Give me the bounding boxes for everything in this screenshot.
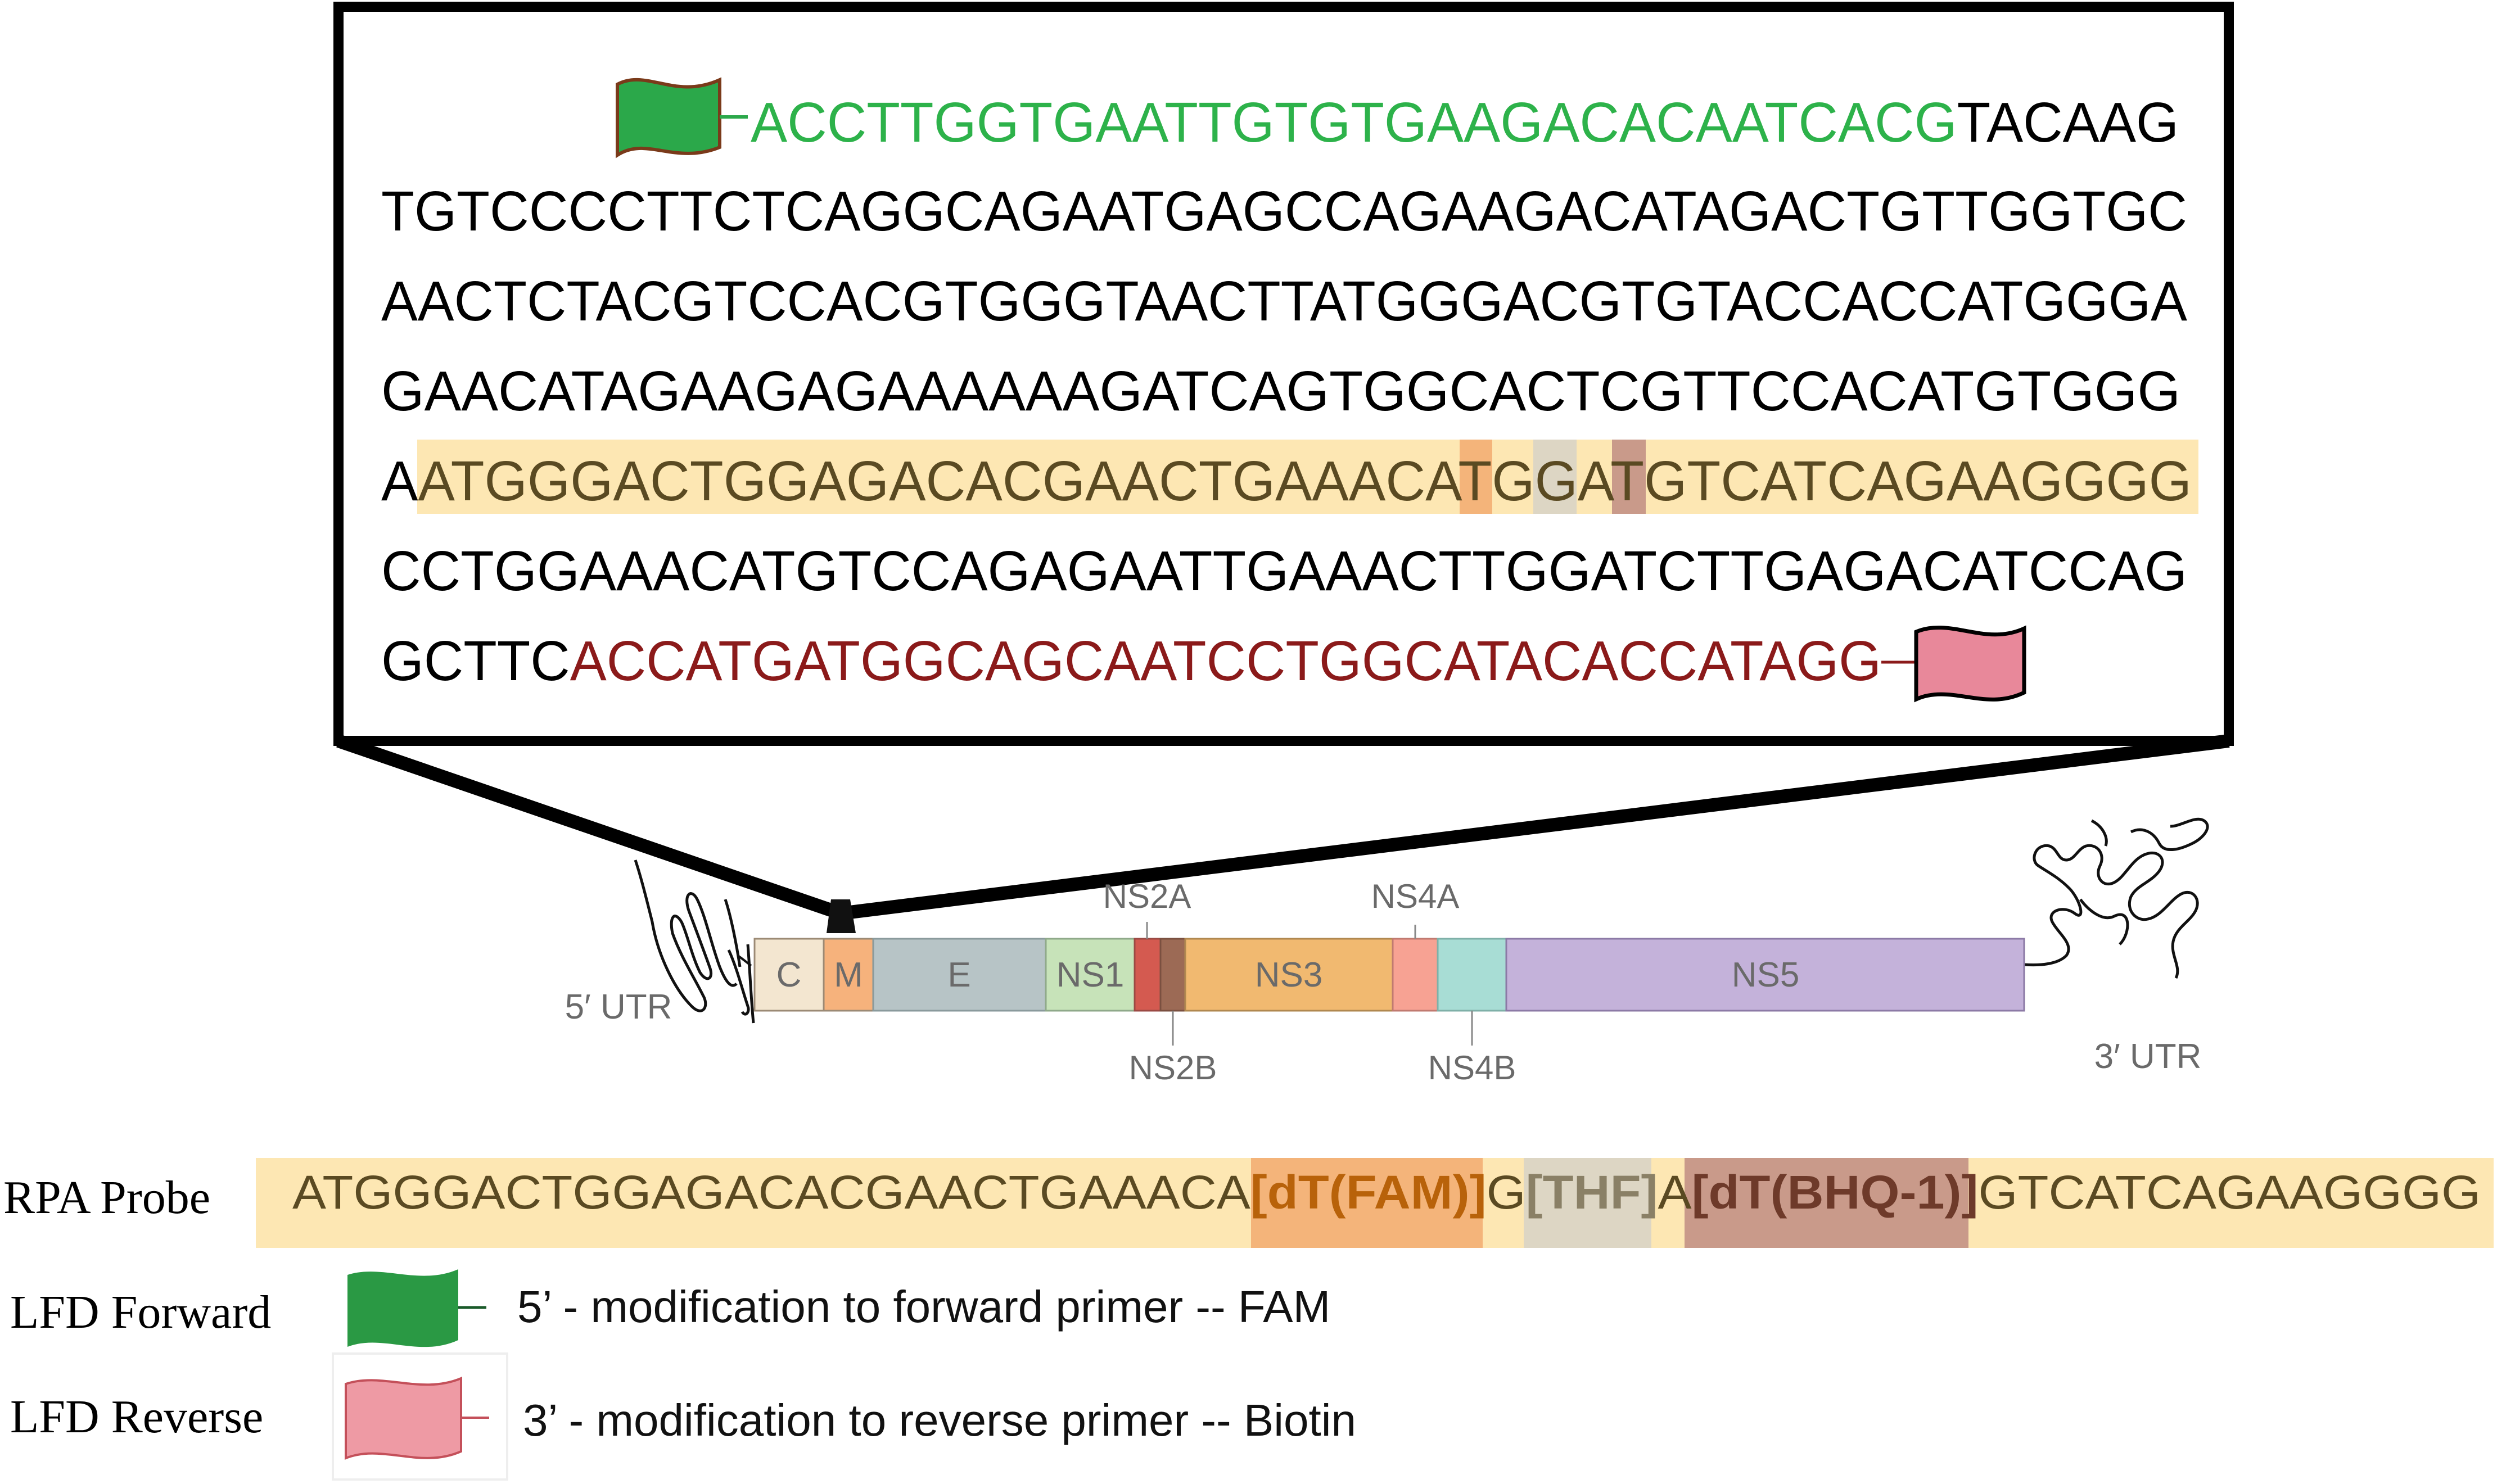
thf-legend-highlight <box>1524 1158 1651 1248</box>
segment-label-ns1: NS1 <box>1056 956 1125 994</box>
segment-label-c: C <box>776 956 802 994</box>
sequence-line-1: ACCTTGGTGAATTGTGTGAAGACACAATCACGTACAAG <box>751 91 2179 154</box>
rpa-probe-label: RPA Probe <box>3 1171 210 1224</box>
probe-legend-5prime: ATGGGACTGGAGACACGAACTGAAACA <box>292 1166 1250 1219</box>
segment-ns4b <box>1437 938 1507 1012</box>
sequence-line-2: TGTCCCCTTCTCAGGCAGAATGAGCCAGAAGACATAGACT… <box>381 180 2187 243</box>
probe-sequence-mid1: GG <box>1492 450 1578 513</box>
label-ns2a: NS2A <box>1103 877 1191 915</box>
genome-bar <box>753 938 2025 1012</box>
bhq-legend-highlight <box>1685 1158 1968 1248</box>
segment-label-m: M <box>834 956 863 994</box>
lfd-reverse-label: LFD Reverse <box>10 1391 263 1443</box>
label-ns4a: NS4A <box>1371 877 1460 915</box>
segment-ns2b <box>1159 938 1186 1012</box>
bhq-site-base: T <box>1610 450 1644 513</box>
segment-label-ns3: NS3 <box>1255 956 1323 994</box>
label-ns4b: NS4B <box>1428 1049 1516 1087</box>
zoom-pointer <box>827 899 856 933</box>
lfd-reverse-description: 3’ - modification to reverse primer -- B… <box>523 1395 1356 1445</box>
segment-e <box>872 938 1047 1012</box>
sequence-line-3: AACTCTACGTCCACGTGGGTAACTTATGGGACGTGTACCA… <box>381 270 2187 333</box>
probe-sequence-mid2: A <box>1578 450 1615 513</box>
utr3-label: 3′ UTR <box>2094 1037 2202 1076</box>
lfd-forward-description: 5’ - modification to forward primer -- F… <box>517 1282 1330 1332</box>
zoom-funnel <box>336 734 2230 921</box>
probe-legend-sequence: ATGGGACTGGAGACACGAACTGAAACA[dT(FAM)]G[TH… <box>292 1166 2481 1219</box>
probe-legend-g: G <box>1487 1166 1526 1219</box>
segment-label-e: E <box>947 956 970 994</box>
label-ns2b: NS2B <box>1129 1049 1217 1087</box>
fam-modification: [dT(FAM)] <box>1250 1166 1487 1219</box>
sequence-line-7: GCTTCACCATGATGGCAGCAATCCTGGCATACACCATAGG <box>381 630 1881 693</box>
bhq-modification: [dT(BHQ-1)] <box>1692 1166 1979 1219</box>
green-flag-icon <box>616 77 721 159</box>
utr5-rna-squiggle <box>634 859 755 1024</box>
probe-legend-3prime: GTCATCAGAAGGGG <box>1978 1166 2481 1219</box>
fam-legend-highlight <box>1251 1158 1483 1248</box>
probe-region-highlight <box>417 440 2198 514</box>
segment-m <box>823 938 874 1012</box>
sequence-line-4: GAACATAGAAGAGAAAAAAGATCAGTGGCACTCGTTCCAC… <box>381 360 2180 423</box>
lfd-forward-label: LFD Forward <box>10 1286 271 1338</box>
probe-sequence-3prime: GTCATCAGAAGGGG <box>1644 450 2192 513</box>
bhq-site-highlight <box>1612 440 1646 514</box>
probe-sequence-5prime: ATGGGACTGGAGACACGAACTGAAACA <box>418 450 1462 513</box>
segment-c <box>753 938 825 1012</box>
segment-ns1 <box>1045 938 1136 1012</box>
sequence-prefix: GCTTC <box>381 630 570 693</box>
legend-green-flag-icon <box>347 1269 458 1347</box>
legend-pink-flag-icon <box>345 1377 462 1460</box>
utr5-connector <box>737 954 752 967</box>
sequence-line-5: AATGGGACTGGAGACACGAACTGAAACATGGATGTCATCA… <box>381 450 2192 513</box>
thf-modification: [THF] <box>1526 1166 1658 1219</box>
fam-site-base: T <box>1458 450 1492 513</box>
segment-ns2a <box>1134 938 1162 1012</box>
probe-legend-a: A <box>1658 1166 1692 1219</box>
utr5-label: 5′ UTR <box>565 988 672 1026</box>
pink-flag-icon <box>1914 625 2026 703</box>
thf-site-highlight <box>1533 440 1577 514</box>
forward-primer-sequence: ACCTTGGTGAATTGTGTGAAGACACAATCACG <box>751 91 1957 154</box>
fam-site-highlight <box>1460 440 1492 514</box>
reverse-primer-sequence: ACCATGATGGCAGCAATCCTGGCATACACCATAGG <box>570 630 1881 693</box>
segment-label-ns5: NS5 <box>1732 956 1800 994</box>
segment-ns3 <box>1184 938 1394 1012</box>
line5-lead: A <box>381 450 418 513</box>
sequence-line-6: CCTGGAAACATGTCCAGAGAATTGAAACTTGGATCTTGAG… <box>381 540 2187 603</box>
sequence-continuation: TACAAG <box>1957 91 2179 154</box>
utr3-rna-squiggle <box>2024 817 2209 979</box>
segment-ns4a <box>1392 938 1439 1012</box>
segment-ns5 <box>1505 938 2025 1012</box>
